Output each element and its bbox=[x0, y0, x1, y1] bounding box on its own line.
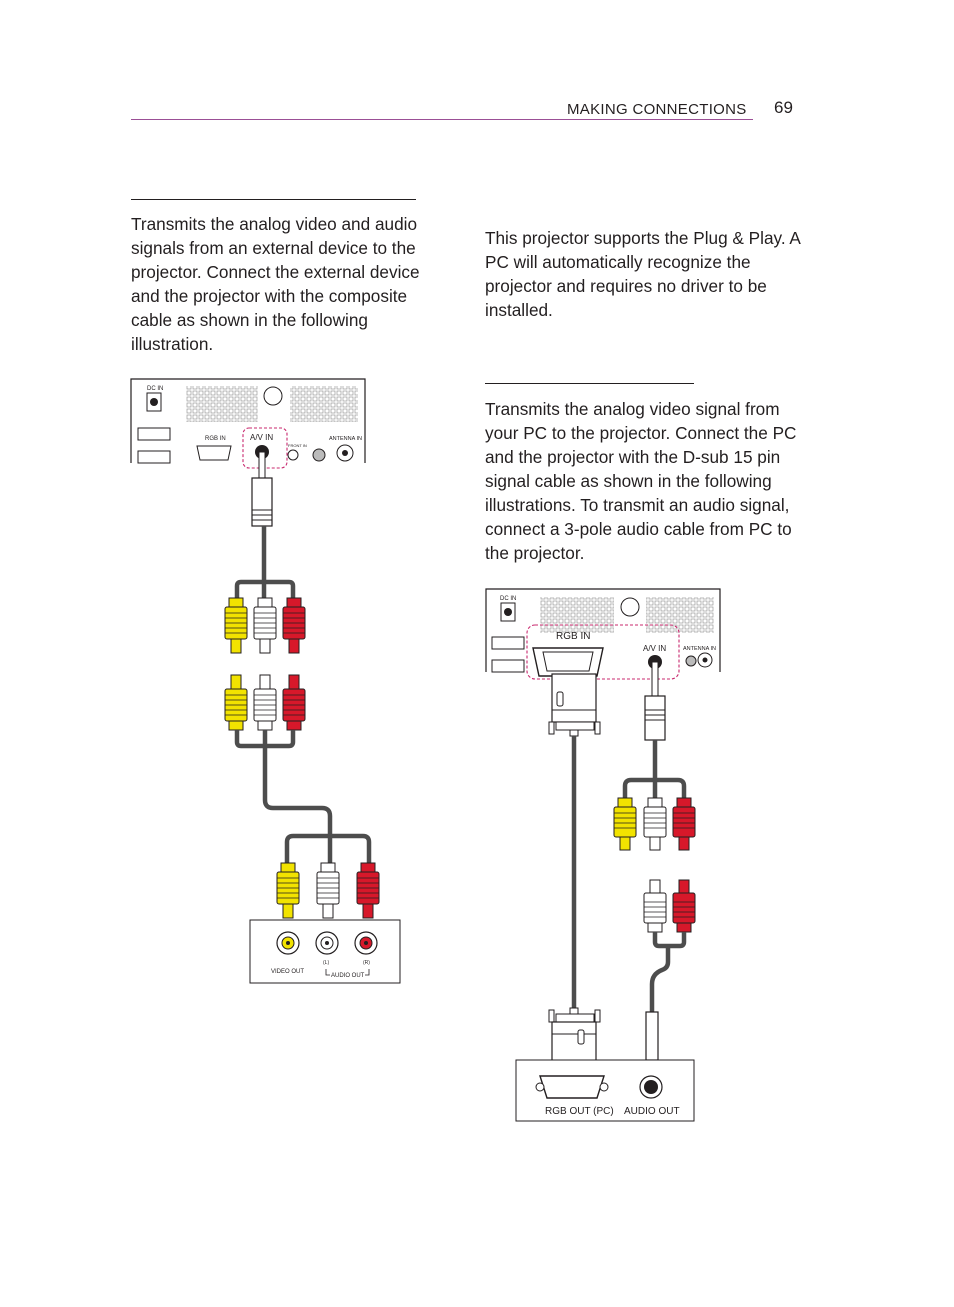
header-rule bbox=[131, 119, 753, 120]
audio-plug-top bbox=[644, 661, 666, 741]
rgb-av-highlight bbox=[526, 624, 680, 680]
pc-back-panel: RGB OUT (PC) AUDIO OUT bbox=[515, 1059, 695, 1122]
av-cable-plug bbox=[251, 451, 273, 527]
audio-out-label: AUDIO OUT bbox=[331, 973, 365, 979]
composite-connection-diagram: DC IN RGB IN FRONT IN ANTENNA IN A/V IN bbox=[130, 378, 401, 984]
rca-plug-red-device bbox=[356, 862, 380, 919]
av-in-label: A/V IN bbox=[250, 433, 273, 442]
rca-plug-red-bottom bbox=[282, 674, 306, 731]
rca-plug-yellow-top bbox=[224, 597, 248, 654]
left-paragraph: Transmits the analog video and audio sig… bbox=[131, 214, 420, 354]
projector-back-panel-right: DC IN ANTENNA IN RGB IN A/V IN bbox=[485, 588, 721, 680]
dsub-plug-top bbox=[548, 673, 601, 737]
rgb-connection-diagram: DC IN ANTENNA IN RGB IN A/V IN bbox=[485, 588, 721, 1122]
rgb-out-label: RGB OUT (PC) bbox=[545, 1106, 614, 1117]
right-dc-in-label: DC IN bbox=[500, 596, 516, 602]
header-section-title: MAKING CONNECTIONS bbox=[567, 101, 747, 118]
rca-plug-white-bottom bbox=[253, 674, 277, 731]
rca-plug-yellow-bottom bbox=[224, 674, 248, 731]
audio-out-pc-label: AUDIO OUT bbox=[624, 1106, 680, 1117]
front-in-label: FRONT IN bbox=[288, 443, 307, 448]
projector-back-panel: DC IN RGB IN FRONT IN ANTENNA IN A/V IN bbox=[130, 378, 366, 469]
right-rgb-in-label: RGB IN bbox=[556, 631, 590, 642]
audio-left-label: (L) bbox=[323, 960, 329, 966]
right-section-rule bbox=[485, 383, 694, 384]
audio-right-label: (R) bbox=[363, 960, 370, 966]
right-av-in-label: A/V IN bbox=[643, 644, 666, 653]
rca-plug-white-top bbox=[253, 597, 277, 654]
pc-rca-plug-white bbox=[643, 797, 667, 851]
video-out-label: VIDEO OUT bbox=[271, 969, 304, 975]
plug-and-play-paragraph: This projector supports the Plug & Play.… bbox=[485, 228, 800, 320]
rca-plug-red-top bbox=[282, 597, 306, 654]
pc-rca-plug-white-bottom bbox=[643, 879, 667, 933]
left-section-rule bbox=[131, 199, 416, 200]
av-in-highlight bbox=[242, 427, 288, 469]
right-antenna-in-label: ANTENNA IN bbox=[683, 646, 716, 652]
pc-rca-plug-red-bottom bbox=[672, 879, 696, 933]
page-number: 69 bbox=[774, 98, 793, 117]
rgb-in-label: RGB IN bbox=[205, 436, 226, 442]
external-av-device: VIDEO OUT (L) (R) AUDIO OUT bbox=[249, 919, 401, 984]
pc-rca-plug-yellow bbox=[613, 797, 637, 851]
dc-in-label: DC IN bbox=[147, 386, 163, 392]
pc-rca-plug-red bbox=[672, 797, 696, 851]
rgb-paragraph: Transmits the analog video signal from y… bbox=[485, 399, 797, 563]
rca-plug-yellow-device bbox=[276, 862, 300, 919]
rca-plug-white-device bbox=[316, 862, 340, 919]
antenna-in-label: ANTENNA IN bbox=[329, 436, 362, 442]
